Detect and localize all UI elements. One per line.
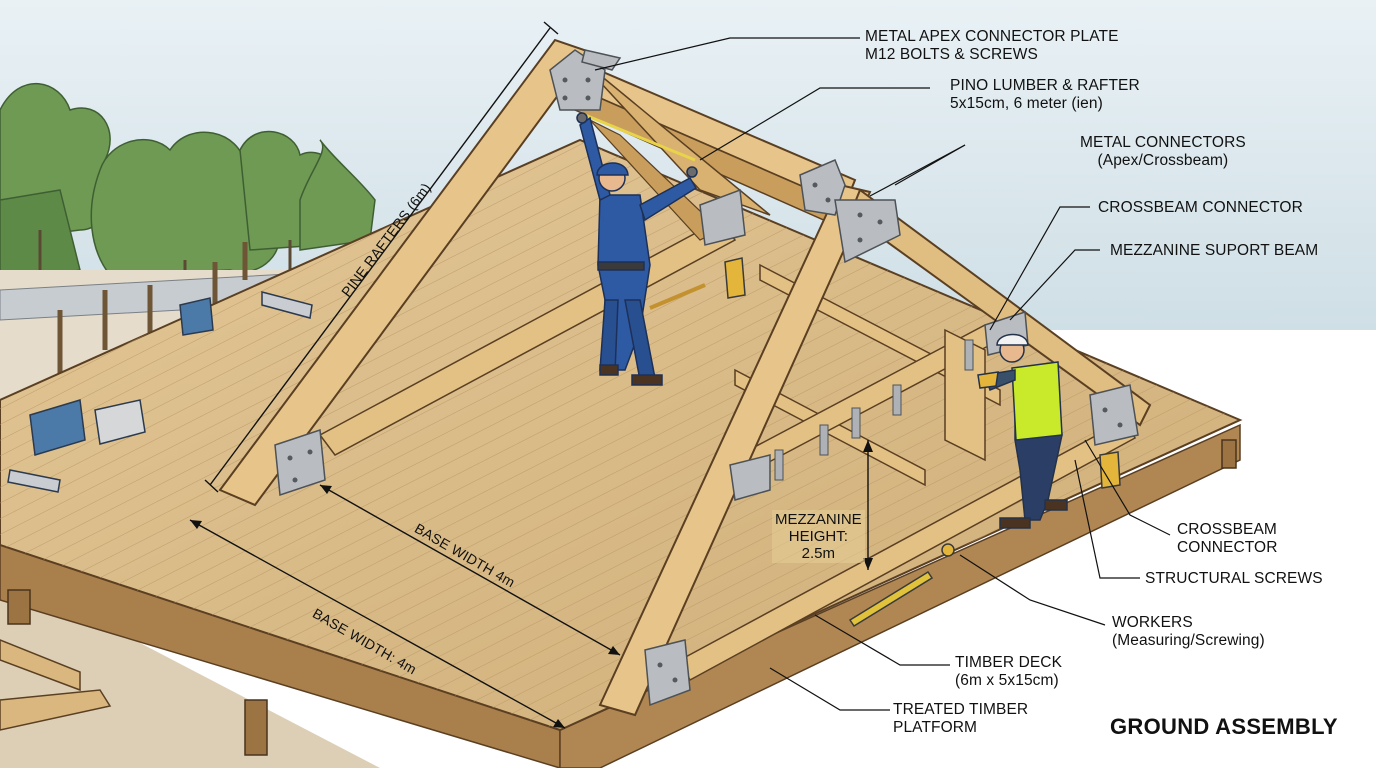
dimension-lines: [189, 21, 869, 729]
label-crossbeam-connector: CROSSBEAM CONNECTOR: [1177, 521, 1278, 557]
label-pino-line2: 5x15cm, 6 meter (ien): [950, 95, 1103, 112]
mezz-line1: MEZZANINE: [775, 511, 862, 528]
dimension-arrowheads: [190, 440, 873, 728]
label-crossbeam-line1: CROSSBEAM: [1177, 521, 1277, 538]
deck-planks: [0, 140, 1240, 730]
measuring-tape: [584, 113, 696, 162]
label-pino-line1: PINO LUMBER & RAFTER: [950, 77, 1140, 94]
right-frame-front-rafter: [598, 183, 872, 717]
label-pino-lumber: PINO LUMBER & RAFTER 5x15cm, 6 meter (ie…: [950, 77, 1140, 113]
label-timber-deck-line2: (6m x 5x15cm): [955, 672, 1059, 689]
platform-posts: [7, 439, 1237, 756]
label-metal-connectors-line2: (Apex/Crossbeam): [1097, 152, 1229, 169]
label-metal-connectors-line1: METAL CONNECTORS: [1080, 134, 1246, 151]
label-apex-plate-line1: METAL APEX CONNECTOR PLATE: [865, 28, 1119, 45]
label-crossbeam-line2: CONNECTOR: [1177, 539, 1278, 556]
bracket-hangers: [774, 339, 974, 481]
label-workers-line2: (Measuring/Screwing): [1112, 632, 1265, 649]
label-apex-connector-plate: METAL APEX CONNECTOR PLATE M12 BOLTS & S…: [865, 28, 1119, 64]
leader-lines: [594, 37, 1171, 711]
label-timber-deck: TIMBER DECK (6m x 5x15cm): [955, 654, 1062, 690]
loose-lumber: [0, 639, 112, 731]
label-workers-line1: WORKERS: [1112, 614, 1193, 631]
label-crossbeam-connector-top: CROSSBEAM CONNECTOR: [1098, 199, 1303, 216]
worker-measuring: [576, 112, 698, 386]
mezz-line2: HEIGHT:: [788, 528, 848, 545]
metal-connector-plates: [274, 49, 1139, 707]
label-mezzanine-support-beam: MEZZANINE SUPORT BEAM: [1110, 242, 1319, 259]
diagram-title: GROUND ASSEMBLY: [1110, 714, 1338, 739]
mezz-line3: 2.5m: [801, 545, 836, 562]
label-workers: WORKERS (Measuring/Screwing): [1112, 614, 1265, 650]
tools-on-deck: [649, 257, 1121, 628]
fence-posts: [57, 242, 248, 380]
label-structural-screws: STRUCTURAL SCREWS: [1145, 570, 1323, 587]
dimension-mezzanine-height: MEZZANINE HEIGHT: 2.5m: [772, 510, 865, 563]
worker-screwing: [977, 333, 1068, 529]
connector-bolts: [287, 77, 1123, 683]
label-treated-timber-platform: TREATED TIMBER PLATFORM: [893, 701, 1028, 737]
label-timber-deck-line1: TIMBER DECK: [955, 654, 1063, 671]
label-metal-connectors: METAL CONNECTORS (Apex/Crossbeam): [1080, 134, 1246, 170]
label-apex-plate-line2: M12 BOLTS & SCREWS: [865, 46, 1038, 63]
tool-cases: [7, 291, 313, 493]
label-treated-line2: PLATFORM: [893, 719, 978, 736]
label-treated-line1: TREATED TIMBER: [893, 701, 1029, 718]
